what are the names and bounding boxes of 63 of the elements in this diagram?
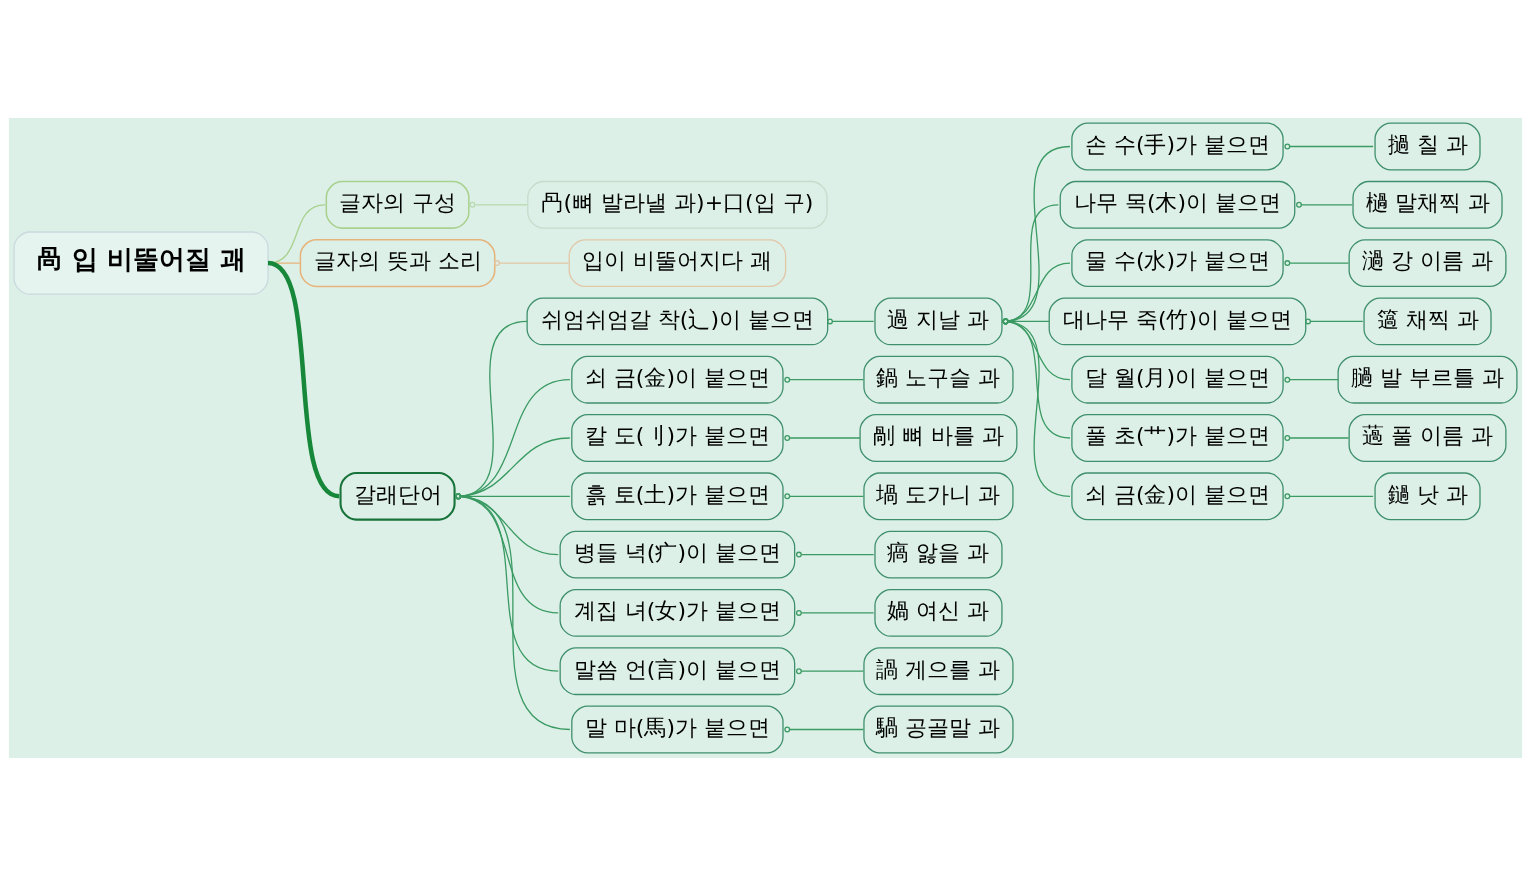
node-box: 檛 말채찍 과 [1352, 180, 1503, 229]
connector [455, 379, 571, 500]
node-box: 계집 녀(女)가 붙으면 [559, 588, 796, 637]
connector [494, 260, 570, 267]
node-box: 冎(뼈 발라낼 과)+口(입 구) [527, 180, 828, 229]
connector [1284, 376, 1339, 383]
node-box: 鐹 낫 과 [1374, 472, 1481, 521]
node-box: 諣 게으를 과 [863, 647, 1014, 696]
connector [784, 493, 864, 500]
node-box: 흙 토(土)가 붙으면 [571, 472, 784, 521]
node-box: 말씀 언(言)이 붙으면 [559, 647, 796, 696]
node-box: 입이 비뚤어지다 괘 [568, 239, 787, 288]
node-box: 瘑 앓을 과 [874, 530, 1003, 579]
node-box: 갈래단어 [339, 471, 456, 521]
node-box: 濄 강 이름 과 [1348, 239, 1507, 288]
connector [784, 376, 864, 383]
connector [1305, 318, 1364, 325]
node-box: 剮 뼈 바를 과 [859, 414, 1018, 462]
node-box: 물 수(水)가 붙으면 [1071, 239, 1284, 288]
node-box: 膼 발 부르틀 과 [1337, 355, 1518, 404]
node-box: 손 수(手)가 붙으면 [1071, 122, 1284, 171]
node-box: 쇠 금(金)이 붙으면 [571, 355, 784, 404]
connector [795, 551, 875, 558]
node-box: 咼 입 비뚤어질 괘 [13, 231, 269, 295]
connector [1284, 143, 1374, 150]
node-box: 풀 초(艹)가 붙으면 [1071, 414, 1284, 462]
node-box: 대나무 죽(竹)이 붙으면 [1048, 297, 1307, 346]
node-box: 簻 채찍 과 [1363, 297, 1492, 346]
node-box: 撾 칠 과 [1374, 122, 1481, 171]
connector [1002, 318, 1071, 497]
node-box: 媧 여신 과 [874, 588, 1003, 637]
connector [795, 668, 864, 675]
connector [455, 493, 571, 731]
node-box: 글자의 구성 [325, 180, 470, 229]
connector [1284, 435, 1350, 441]
connector [784, 435, 861, 441]
node-box: 騧 공골말 과 [863, 705, 1014, 754]
node-box: 쉬엄쉬엄갈 착(辶)이 붙으면 [526, 297, 829, 346]
node-box: 薖 풀 이름 과 [1348, 414, 1507, 462]
node-box: 글자의 뜻과 소리 [299, 239, 496, 288]
node-box: 쇠 금(金)이 붙으면 [1071, 472, 1284, 521]
connector [827, 318, 875, 325]
node-box: 말 마(馬)가 붙으면 [571, 705, 784, 754]
connector [1002, 204, 1059, 325]
connector [455, 493, 559, 672]
connector [1002, 145, 1071, 325]
connector [455, 493, 559, 614]
node-box: 달 월(月)이 붙으면 [1071, 355, 1284, 404]
node-box: 나무 목(木)이 붙으면 [1059, 180, 1296, 229]
connector [1296, 201, 1354, 208]
node-box: 過 지날 과 [874, 297, 1003, 346]
connector [1284, 260, 1350, 267]
node-box: 堝 도가니 과 [863, 472, 1014, 521]
connector [455, 320, 528, 500]
connector [1284, 493, 1374, 500]
node-box: 병들 녁(疒)이 붙으면 [559, 530, 796, 579]
connector [455, 437, 571, 500]
connector [795, 609, 875, 616]
connector [469, 201, 528, 208]
node-box: 鍋 노구슬 과 [863, 355, 1014, 404]
connector [784, 726, 864, 733]
node-box: 칼 도(刂)가 붙으면 [571, 414, 784, 462]
connector [1002, 318, 1071, 439]
